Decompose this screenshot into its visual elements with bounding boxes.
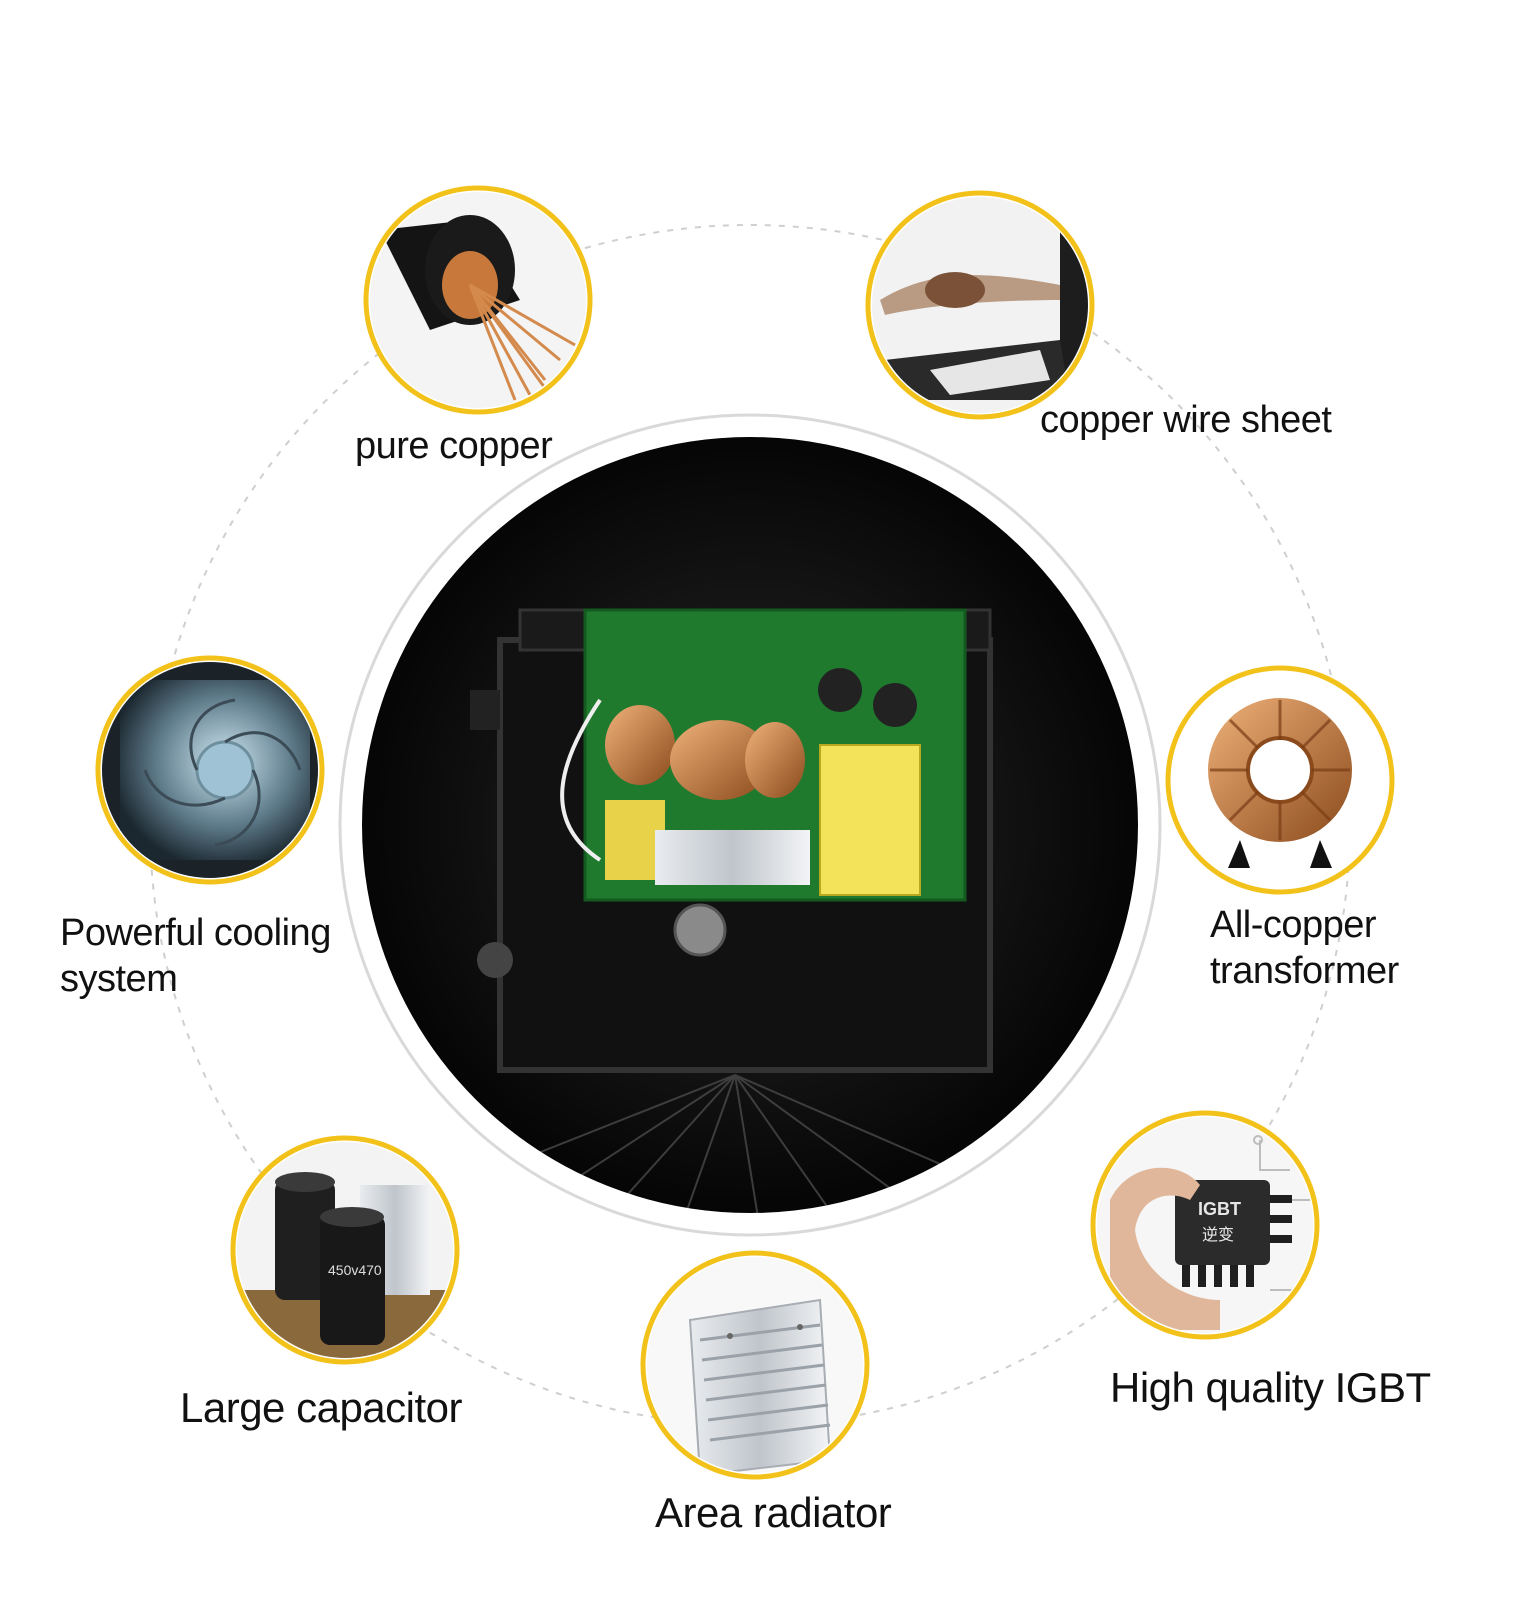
copper-wire-sheet-thumbnail: [865, 190, 1095, 420]
label-capacitor: Large capacitor: [180, 1384, 463, 1431]
label-transformer: All-copper transformer: [1210, 904, 1400, 992]
igbt-thumbnail: IGBT 逆变: [1090, 1110, 1320, 1340]
chip-label-igbt: IGBT: [1198, 1199, 1241, 1219]
chip-label-inverter: 逆变: [1202, 1225, 1234, 1244]
label-copper-wire-sheet: copper wire sheet: [1040, 399, 1332, 441]
label-cooling-line2: system: [60, 958, 177, 1000]
label-transformer-line1: All-copper: [1210, 904, 1377, 946]
transformer-thumbnail: [1165, 665, 1395, 895]
label-cooling: Powerful cooling system: [60, 912, 341, 1000]
label-radiator: Area radiator: [655, 1489, 892, 1536]
pure-copper-thumbnail: [363, 185, 593, 415]
capacitor-thumbnail: 450v470: [230, 1135, 460, 1365]
welder-internal-image: [360, 435, 1140, 1215]
label-igbt: High quality IGBT: [1110, 1364, 1431, 1411]
capacitor-print: 450v470: [328, 1262, 382, 1278]
radiator-thumbnail: [640, 1250, 870, 1480]
label-pure-copper: pure copper: [355, 425, 553, 467]
label-cooling-line1: Powerful cooling: [60, 912, 331, 954]
label-transformer-line2: transformer: [1210, 950, 1400, 992]
cooling-fan-thumbnail: [95, 655, 325, 885]
